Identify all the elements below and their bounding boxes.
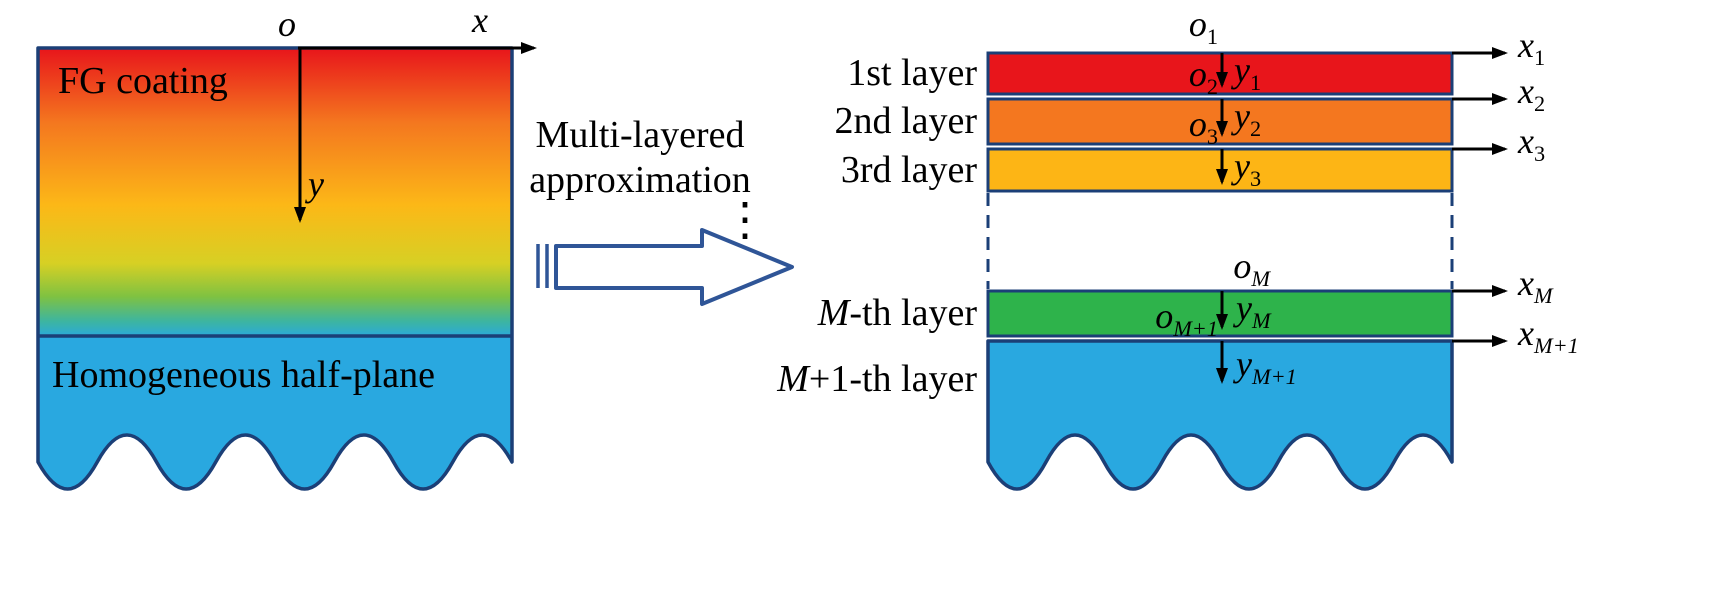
oM-sub: M [1251, 266, 1270, 292]
xM-base: x [1518, 263, 1534, 303]
y1-base: y [1234, 50, 1250, 90]
layer-M1-rest: +1-th layer [808, 358, 977, 400]
o1-sub: 1 [1206, 24, 1218, 50]
x-symbol: x [472, 0, 488, 40]
layer-M-prefix: M [817, 292, 850, 334]
oM1-sub: M+1 [1173, 316, 1218, 342]
y1-sub: 1 [1249, 70, 1262, 96]
y1-label: y1 [1234, 50, 1261, 94]
halfplane-label: Homogeneous half-plane [52, 354, 436, 396]
transform-text-1: Multi-layered [535, 114, 745, 156]
oM1-base: o [1155, 296, 1174, 336]
ellipsis-vertical: ⋮ [722, 194, 768, 245]
left-y-label: y [308, 164, 324, 204]
x2-base: x [1518, 71, 1534, 111]
layer-1-rect [986, 51, 1454, 96]
layer-2-label: 2nd layer [834, 100, 977, 142]
x3-label: x3 [1518, 121, 1545, 165]
o3-base: o [1188, 104, 1207, 144]
ellipsis-text: ⋮ [722, 194, 768, 245]
x3-base: x [1518, 121, 1534, 161]
transform-label-line1: Multi-layered [505, 114, 775, 156]
y3-base: y [1234, 146, 1250, 186]
halfplane-text: Homogeneous half-plane [52, 354, 436, 396]
layer-M-rect [986, 289, 1454, 338]
x2-label: x2 [1518, 71, 1545, 115]
y2-sub: 2 [1249, 116, 1262, 142]
oM-base: o [1233, 246, 1252, 286]
left-origin-label: o [278, 4, 296, 44]
block-arrow-icon [554, 228, 794, 306]
y2-label: y2 [1234, 96, 1261, 140]
y2-base: y [1234, 96, 1250, 136]
origin-o2-label: o2 [1188, 54, 1218, 98]
o2-base: o [1188, 54, 1207, 94]
fg-coating-body [36, 46, 514, 491]
o3-sub: 3 [1206, 124, 1218, 150]
yM1-base: y [1236, 344, 1252, 384]
layer-M-label: M-th layer [817, 292, 977, 334]
layer-2-rect [986, 97, 1454, 146]
xM1-label: xM+1 [1518, 313, 1579, 357]
transform-label-line2: approximation [505, 159, 775, 201]
origin-o3-label: o3 [1188, 104, 1218, 148]
layer-3-text: 3rd layer [840, 149, 977, 191]
xM-sub: M [1533, 283, 1553, 309]
y3-label: y3 [1234, 146, 1261, 190]
yM-sub: M [1251, 308, 1271, 334]
layer-1-label: 1st layer [847, 52, 977, 94]
y-symbol: y [308, 164, 324, 204]
fg-coating-text: FG coating [58, 60, 228, 102]
o1-base: o [1188, 4, 1207, 44]
transform-text-2: approximation [529, 159, 751, 201]
yM1-sub: M+1 [1251, 364, 1297, 390]
layer-2-text: 2nd layer [834, 100, 977, 142]
yM1-label: yM+1 [1236, 344, 1297, 388]
o2-sub: 2 [1206, 74, 1218, 100]
layer-3-label: 3rd layer [840, 149, 977, 191]
layer-M1-halfplane-body [986, 339, 1454, 491]
origin-oM-label: oM [1233, 246, 1270, 290]
xM1-sub: M+1 [1533, 333, 1579, 359]
origin-symbol: o [278, 4, 296, 44]
layer-3-rect [986, 147, 1454, 193]
xM1-base: x [1518, 313, 1534, 353]
fg-coating-label: FG coating [58, 60, 228, 102]
origin-oM1-label: oM+1 [1155, 296, 1218, 340]
x2-sub: 2 [1533, 91, 1546, 117]
origin-o1-label: o1 [1188, 4, 1218, 48]
layer-M-rest: -th layer [849, 292, 977, 334]
left-x-label: x [472, 0, 488, 40]
xM-label: xM [1518, 263, 1553, 307]
layer-M1-label: M+1-th layer [777, 358, 977, 400]
x1-label: x1 [1518, 25, 1545, 69]
x1-base: x [1518, 25, 1534, 65]
layer-1-text: 1st layer [847, 52, 977, 94]
y3-sub: 3 [1249, 166, 1262, 192]
layer-M1-prefix: M [777, 358, 809, 400]
yM-label: yM [1236, 288, 1271, 332]
yM-base: y [1236, 288, 1252, 328]
x3-sub: 3 [1533, 141, 1546, 167]
x1-sub: 1 [1533, 45, 1546, 71]
